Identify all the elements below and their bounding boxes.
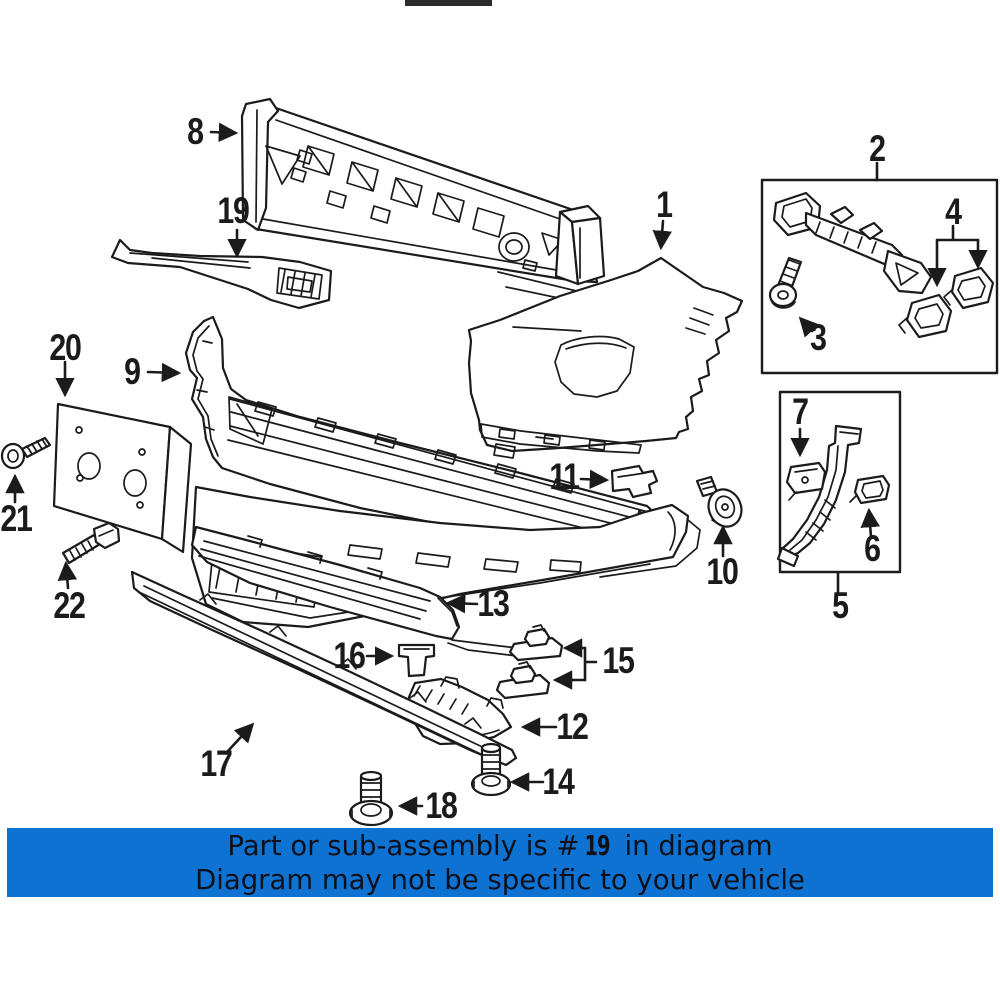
bolt-18-drawing — [348, 770, 394, 827]
clip-16-drawing — [397, 643, 436, 678]
clip-15a-drawing — [508, 624, 564, 662]
part-label-17: 17 — [200, 743, 233, 784]
banner-line1-prefix: Part or sub-assembly is # — [227, 829, 580, 862]
banner-line-1: Part or sub-assembly is #19 in diagram — [7, 829, 993, 863]
part-label-11: 11 — [549, 456, 580, 497]
part-label-16: 16 — [333, 635, 366, 676]
leader-lines — [5, 122, 988, 816]
part-label-20: 20 — [49, 327, 82, 368]
clip-11-drawing — [610, 464, 659, 499]
bracket-clip-a-drawing — [898, 293, 953, 339]
upper-trim-strip-drawing — [110, 238, 333, 310]
side-bracket-box — [778, 390, 902, 574]
part-label-5: 5 — [832, 585, 849, 626]
bolt-22-drawing — [61, 521, 121, 565]
banner-line1-suffix: in diagram — [615, 829, 773, 862]
clip-6-drawing — [849, 474, 891, 505]
part-label-15: 15 — [602, 640, 635, 681]
part-label-14: 14 — [542, 761, 575, 802]
nut-clip-7-drawing — [785, 461, 827, 501]
lower-grille-drawing — [190, 525, 529, 658]
license-bracket-drawing — [52, 402, 193, 554]
lower-molding-drawing — [130, 570, 518, 767]
part-label-8: 8 — [187, 111, 204, 152]
part-label-18: 18 — [425, 785, 458, 826]
screw-21-drawing — [0, 436, 52, 470]
bracket-screw-drawing — [768, 256, 803, 309]
part-label-13: 13 — [477, 583, 510, 624]
info-banner: Part or sub-assembly is #19 in diagram D… — [7, 828, 993, 897]
part-label-4: 4 — [945, 191, 962, 232]
part-label-10: 10 — [706, 551, 739, 592]
part-label-1: 1 — [656, 184, 673, 225]
part-label-2: 2 — [869, 128, 886, 169]
part-label-7: 7 — [792, 391, 809, 432]
part-label-12: 12 — [556, 706, 589, 747]
part-label-3: 3 — [810, 317, 827, 358]
impact-absorber-drawing — [240, 97, 606, 286]
bracket-kit-box — [760, 178, 999, 375]
retainer-10-drawing — [695, 475, 743, 528]
part-label-9: 9 — [124, 351, 141, 392]
part-label-22: 22 — [53, 585, 86, 626]
part-label-19: 19 — [217, 190, 250, 231]
clip-15b-drawing — [495, 661, 551, 700]
bracket-clip-b-drawing — [943, 266, 995, 310]
part-label-21: 21 — [0, 498, 33, 539]
side-bracket-drawing — [776, 424, 863, 568]
banner-highlight-number: 19 — [584, 829, 611, 862]
part-label-6: 6 — [864, 528, 881, 569]
top-crop-bar — [405, 0, 492, 6]
bumper-bracket-drawing — [772, 191, 933, 295]
bumper-cover-drawing — [467, 256, 744, 459]
banner-line-2: Diagram may not be specific to your vehi… — [195, 863, 805, 896]
